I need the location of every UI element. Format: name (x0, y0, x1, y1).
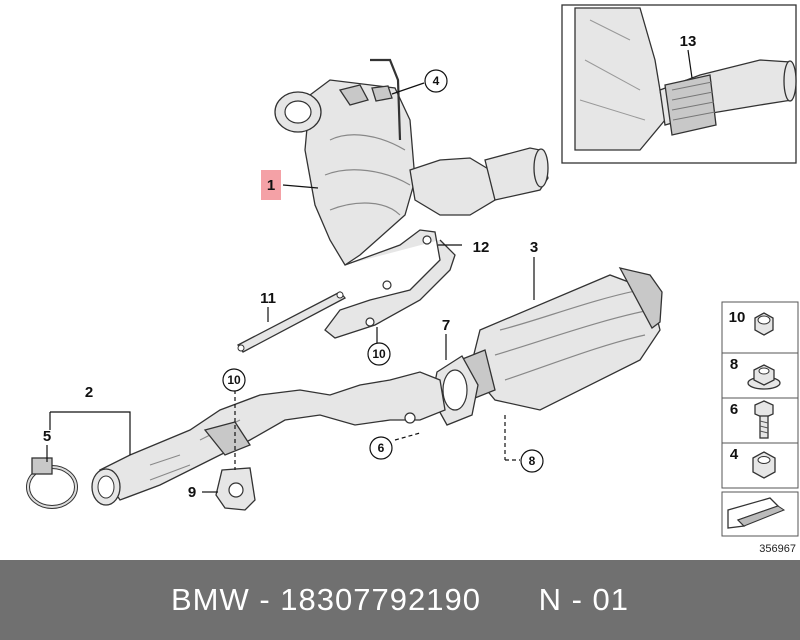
hardware-legend: 10 8 6 4 356967 (721, 301, 799, 555)
highlight-part-1 (261, 170, 281, 200)
exhaust-parts-diagram: 1 4 12 3 11 10 7 2 10 5 6 8 9 13 10 8 6 … (26, 4, 799, 555)
direction-arrow-icon (727, 497, 786, 529)
collar-nut-icon (754, 312, 774, 336)
callouts: 1 4 12 3 11 10 7 2 10 5 6 8 9 13 (43, 33, 697, 501)
clamp-5 (26, 457, 78, 509)
legend-item-10: 10 (729, 309, 746, 326)
footer-bar: BMW - 18307792190 N - 01 (0, 560, 800, 640)
drawing-number: 356967 (759, 543, 796, 555)
callout-3: 3 (530, 239, 538, 256)
callout-10-mount: 10 (227, 373, 241, 387)
callout-4: 4 (433, 74, 440, 88)
hex-nut-icon (752, 451, 776, 479)
particulate-filter-1 (274, 58, 549, 266)
legend-item-8: 8 (730, 356, 738, 373)
callout-8: 8 (529, 454, 536, 468)
callout-6: 6 (378, 441, 385, 455)
bracket-12 (324, 229, 456, 339)
decoupling-element-13 (664, 74, 717, 136)
leader-lines (46, 82, 535, 493)
detail-inset (561, 4, 797, 164)
callout-9: 9 (188, 484, 196, 501)
strap-11 (237, 291, 347, 353)
front-pipe-2 (91, 371, 446, 506)
callout-2: 2 (85, 384, 93, 401)
footer-position: N - 01 (538, 582, 630, 617)
bolt-icon (754, 400, 774, 439)
legend-item-4: 4 (730, 446, 739, 463)
callout-13: 13 (680, 33, 697, 50)
footer-caption: BMW - 18307792190 N - 01 (171, 582, 629, 618)
callout-5: 5 (43, 428, 51, 445)
callout-1: 1 (267, 177, 275, 194)
footer-separator: - (249, 582, 281, 617)
callout-12: 12 (473, 239, 490, 256)
callout-11: 11 (260, 290, 276, 307)
footer-part-number: 18307792190 (280, 582, 481, 617)
callout-7: 7 (442, 317, 450, 334)
silencer-3 (459, 267, 663, 411)
footer-brand: BMW (170, 582, 250, 617)
callout-10-bracket: 10 (372, 347, 386, 361)
legend-item-6: 6 (730, 401, 738, 418)
rubber-mount-9 (215, 467, 256, 511)
flange-nut-icon (747, 364, 781, 390)
